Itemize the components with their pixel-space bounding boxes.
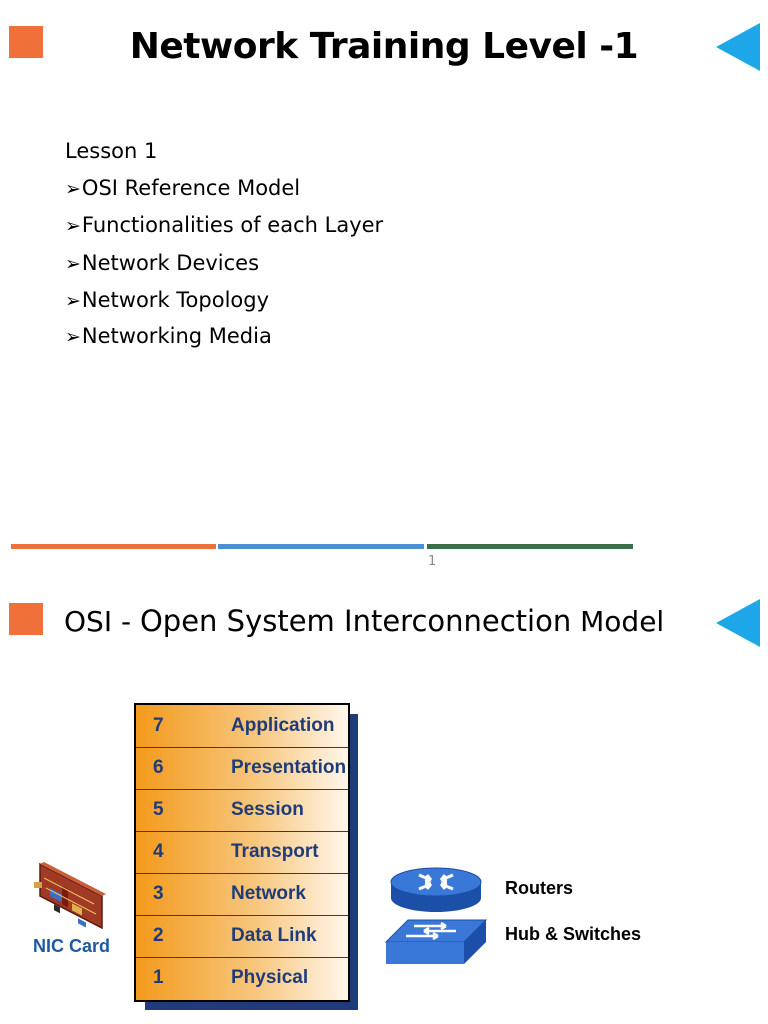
layer-name: Session (231, 799, 304, 820)
arrowhead-bullet-icon: ➢ (65, 290, 81, 312)
layer-number: 6 (153, 757, 164, 778)
osi-layer-row: 3 Network (136, 873, 348, 916)
osi-layer-row: 2 Data Link (136, 915, 348, 958)
footer-bar-green (427, 544, 633, 549)
layer-name: Presentation (231, 757, 347, 778)
orange-square-icon (9, 26, 43, 58)
nic-card-icon (34, 862, 106, 930)
osi-layer-stack: 7 Application 6 Presentation 5 Session 4… (134, 703, 350, 1002)
osi-layer-row: 6 Presentation (136, 747, 348, 790)
orange-square-icon (9, 603, 43, 635)
layer-number: 3 (153, 883, 164, 904)
slide-title: OSI - Open System Interconnection Model (64, 604, 665, 638)
bullet-item: ➢Functionalities of each Layer (65, 213, 384, 237)
bullet-item: ➢Networking Media (65, 324, 272, 348)
layer-name: Application (231, 715, 335, 736)
arrowhead-bullet-icon: ➢ (65, 215, 81, 237)
layer-name: Network (231, 883, 306, 904)
slide-title: Network Training Level -1 (129, 26, 639, 67)
routers-label: Routers (505, 878, 574, 898)
blue-triangle-icon (716, 23, 760, 71)
arrowhead-bullet-icon: ➢ (65, 253, 81, 275)
layer-name: Physical (231, 967, 309, 988)
layer-name: Data Link (231, 925, 317, 946)
arrowhead-bullet-icon: ➢ (65, 178, 81, 200)
footer-bar-orange (11, 544, 216, 549)
layer-number: 5 (153, 799, 164, 820)
layer-name: Transport (231, 841, 319, 862)
switch-icon (384, 919, 488, 964)
osi-layer-row: 1 Physical (136, 957, 348, 1000)
arrowhead-bullet-icon: ➢ (65, 326, 81, 348)
router-icon (390, 867, 482, 912)
layer-number: 4 (153, 841, 164, 862)
bullet-item: ➢Network Topology (65, 288, 270, 312)
bullet-item: ➢Network Devices (65, 251, 260, 275)
blue-triangle-icon (716, 599, 760, 647)
layer-number: 2 (153, 925, 164, 946)
nic-card-label: NIC Card (33, 936, 111, 956)
osi-layer-row: 5 Session (136, 789, 348, 832)
page-number: 1 (428, 554, 437, 569)
bullet-item: ➢OSI Reference Model (65, 176, 301, 200)
footer-bar-blue (218, 544, 424, 549)
osi-layer-row: 4 Transport (136, 831, 348, 874)
layer-number: 7 (153, 715, 164, 736)
layer-number: 1 (153, 967, 164, 988)
lesson-heading: Lesson 1 (65, 139, 158, 163)
osi-layer-row: 7 Application (136, 705, 348, 748)
hub-switches-label: Hub & Switches (505, 924, 642, 944)
